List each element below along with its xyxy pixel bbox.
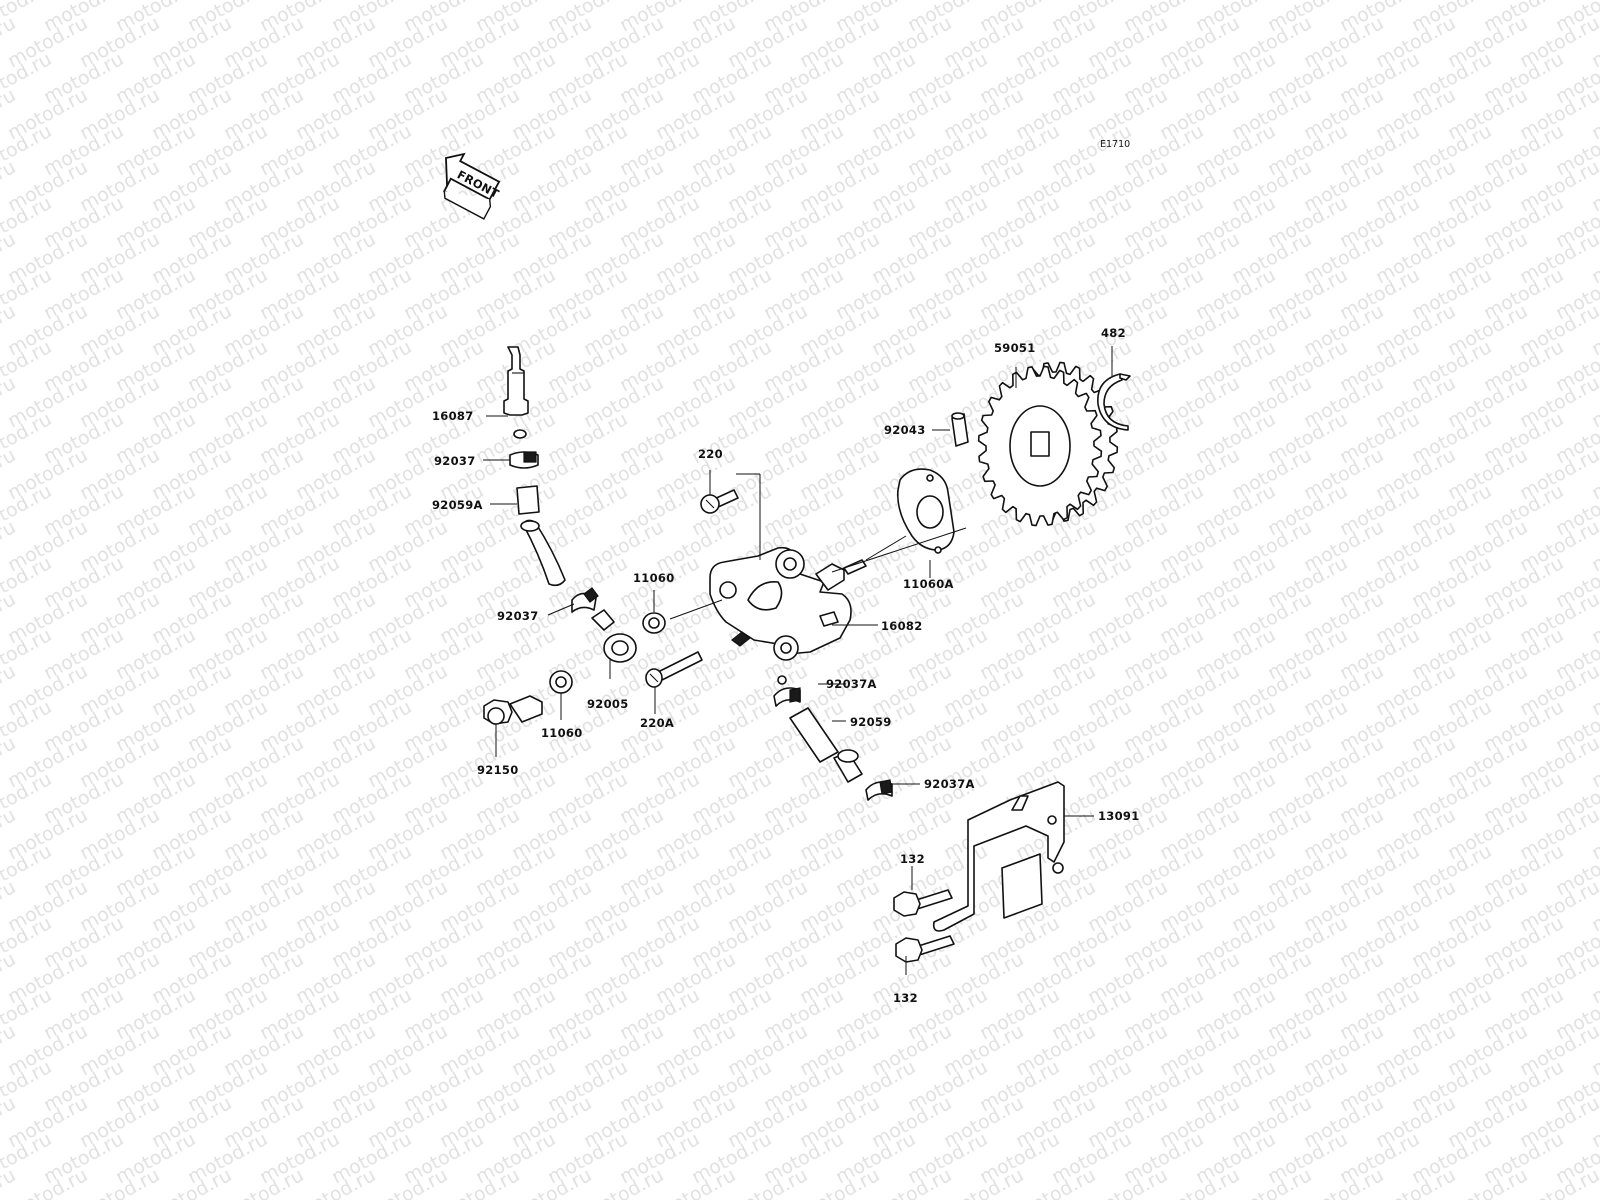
screw-220A: [645, 651, 703, 688]
bolt-92150: [483, 695, 543, 725]
gasket-11060A: [896, 468, 955, 554]
bolt-132-upper: [893, 889, 953, 917]
callout-92005: 92005: [587, 697, 629, 711]
callout-16082: 16082: [881, 619, 923, 633]
callout-92037A-lower: 92037A: [924, 777, 975, 791]
washer-11060-lower: [549, 670, 573, 694]
callout-92037A-upper: 92037A: [826, 677, 877, 691]
hose-92059A: [516, 485, 566, 587]
fitting-92005: [591, 609, 637, 663]
callout-132-upper: 132: [900, 852, 925, 866]
clamp-92037A-lower: [865, 779, 893, 801]
callout-220A: 220A: [640, 716, 674, 730]
leader-lines: [483, 346, 1113, 975]
callout-482: 482: [1101, 326, 1126, 340]
callout-labels: 16087 92037 92059A 92037 92005 11060 110…: [432, 326, 1140, 1005]
callout-92037-top: 92037: [434, 454, 476, 468]
clamp-92037-top: [509, 451, 539, 469]
bracket-13091: [932, 781, 1065, 932]
clamp-92037-mid: [571, 587, 599, 613]
callout-92150: 92150: [477, 763, 519, 777]
callout-92043: 92043: [884, 423, 926, 437]
washer-11060-upper: [642, 612, 666, 634]
hose-92059: [789, 707, 863, 783]
diagram-code: E1710: [1100, 139, 1130, 150]
callout-92059A: 92059A: [432, 498, 483, 512]
callout-11060-upper: 11060: [633, 571, 675, 585]
callout-92059: 92059: [850, 715, 892, 729]
pin-92043: [951, 412, 969, 447]
callout-11060A: 11060A: [903, 577, 954, 591]
callout-132-lower: 132: [893, 991, 918, 1005]
callout-13091: 13091: [1098, 809, 1140, 823]
watermark-text: motod.ru: [0, 1164, 19, 1200]
bolt-132-lower: [895, 935, 955, 963]
callout-11060-lower: 11060: [541, 726, 583, 740]
callout-16087: 16087: [432, 409, 474, 423]
shaft-16087: [503, 346, 529, 439]
clamp-92037A-upper: [773, 687, 801, 707]
gear-bore: [1030, 431, 1050, 457]
callout-220: 220: [698, 447, 723, 461]
gear-59051: [977, 361, 1119, 527]
callout-59051: 59051: [994, 341, 1036, 355]
circlip-482: [1097, 373, 1131, 431]
callout-92037-mid: 92037: [497, 609, 539, 623]
